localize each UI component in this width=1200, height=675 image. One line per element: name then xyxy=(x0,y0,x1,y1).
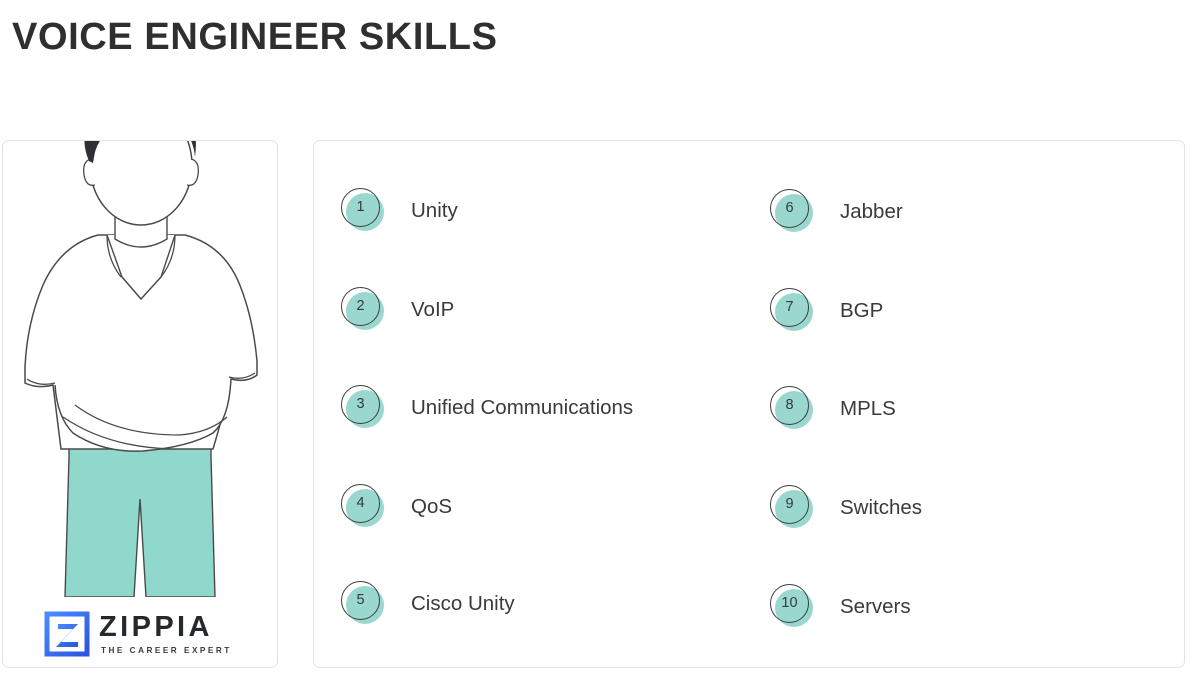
skill-label: Cisco Unity xyxy=(411,592,515,615)
sleeve-seam-left xyxy=(26,378,56,385)
ear-right xyxy=(186,158,199,186)
badge-ring xyxy=(341,581,380,620)
badge-ring xyxy=(770,584,809,623)
badge-number: 5 xyxy=(356,592,365,609)
forearm-line-upper xyxy=(74,404,228,436)
skill-item-6[interactable]: 6 Jabber xyxy=(770,188,903,236)
skill-label: MPLS xyxy=(840,397,896,420)
skill-label: Servers xyxy=(840,595,911,618)
skill-number-badge-4: 4 xyxy=(341,484,387,530)
skill-item-3[interactable]: 3 Unified Communications xyxy=(341,384,633,432)
skill-label: Switches xyxy=(840,496,923,519)
badge-number: 1 xyxy=(356,199,365,216)
zippia-wordmark: ZIPPIA xyxy=(99,611,213,643)
skill-number-badge-8: 8 xyxy=(770,386,816,432)
skills-column-right: 6 Jabber 7 BGP 8 MPLS xyxy=(750,141,1186,669)
skill-label: Unity xyxy=(411,199,458,222)
skill-item-7[interactable]: 7 BGP xyxy=(770,287,883,335)
badge-number: 3 xyxy=(356,396,365,413)
skill-item-9[interactable]: 9 Switches xyxy=(770,484,922,532)
skill-label: Unified Communications xyxy=(411,396,634,419)
skill-item-1[interactable]: 1 Unity xyxy=(341,187,458,235)
badge-number: 4 xyxy=(356,495,365,512)
skill-label: VoIP xyxy=(411,298,455,321)
skill-item-5[interactable]: 5 Cisco Unity xyxy=(341,580,515,628)
sleeve-seam-right xyxy=(228,372,256,379)
zippia-z-logo-icon xyxy=(44,611,90,657)
skill-number-badge-6: 6 xyxy=(770,189,816,235)
skill-number-badge-2: 2 xyxy=(341,287,387,333)
pants-shape xyxy=(64,446,216,597)
badge-number: 9 xyxy=(785,496,794,513)
badge-number: 10 xyxy=(781,595,798,612)
badge-ring xyxy=(770,288,809,327)
badge-ring xyxy=(341,385,380,424)
badge-number: 2 xyxy=(356,298,365,315)
badge-ring xyxy=(770,189,809,228)
ear-left xyxy=(83,158,96,186)
forearm-line-lower xyxy=(62,416,172,450)
head-shape xyxy=(89,141,193,226)
skill-number-badge-7: 7 xyxy=(770,288,816,334)
skill-label: BGP xyxy=(840,299,884,322)
skill-item-10[interactable]: 10 Servers xyxy=(770,583,911,631)
skills-panel: 1 Unity 2 VoIP 3 Unified Communicatio xyxy=(313,140,1185,668)
skill-number-badge-10: 10 xyxy=(770,584,816,630)
zippia-tagline: THE CAREER EXPERT xyxy=(101,646,232,655)
zippia-text-block: ZIPPIA THE CAREER EXPERT xyxy=(99,611,232,656)
collar-right xyxy=(160,234,176,278)
skill-number-badge-5: 5 xyxy=(341,581,387,627)
zippia-logo[interactable]: ZIPPIA THE CAREER EXPERT xyxy=(44,611,232,657)
badge-number: 8 xyxy=(785,397,794,414)
person-illustration xyxy=(24,141,258,597)
arms-crossed-shape xyxy=(54,378,232,452)
skill-number-badge-9: 9 xyxy=(770,485,816,531)
skill-number-badge-3: 3 xyxy=(341,385,387,431)
badge-ring xyxy=(341,287,380,326)
skill-number-badge-1: 1 xyxy=(341,188,387,234)
badge-ring xyxy=(770,485,809,524)
badge-number: 6 xyxy=(785,200,794,217)
skill-label: Jabber xyxy=(840,200,903,223)
page-title: VOICE ENGINEER SKILLS xyxy=(12,16,498,58)
skill-item-8[interactable]: 8 MPLS xyxy=(770,385,896,433)
badge-ring xyxy=(770,386,809,425)
hair-sideburn xyxy=(84,141,98,163)
skills-column-left: 1 Unity 2 VoIP 3 Unified Communicatio xyxy=(314,141,750,669)
collar-left xyxy=(106,234,122,278)
skill-item-2[interactable]: 2 VoIP xyxy=(341,286,454,334)
badge-ring xyxy=(341,484,380,523)
collar-v xyxy=(121,276,162,300)
skill-label: QoS xyxy=(411,495,453,518)
illustration-panel xyxy=(2,140,278,668)
badge-number: 7 xyxy=(785,299,794,316)
badge-ring xyxy=(341,188,380,227)
skill-item-4[interactable]: 4 QoS xyxy=(341,483,452,531)
